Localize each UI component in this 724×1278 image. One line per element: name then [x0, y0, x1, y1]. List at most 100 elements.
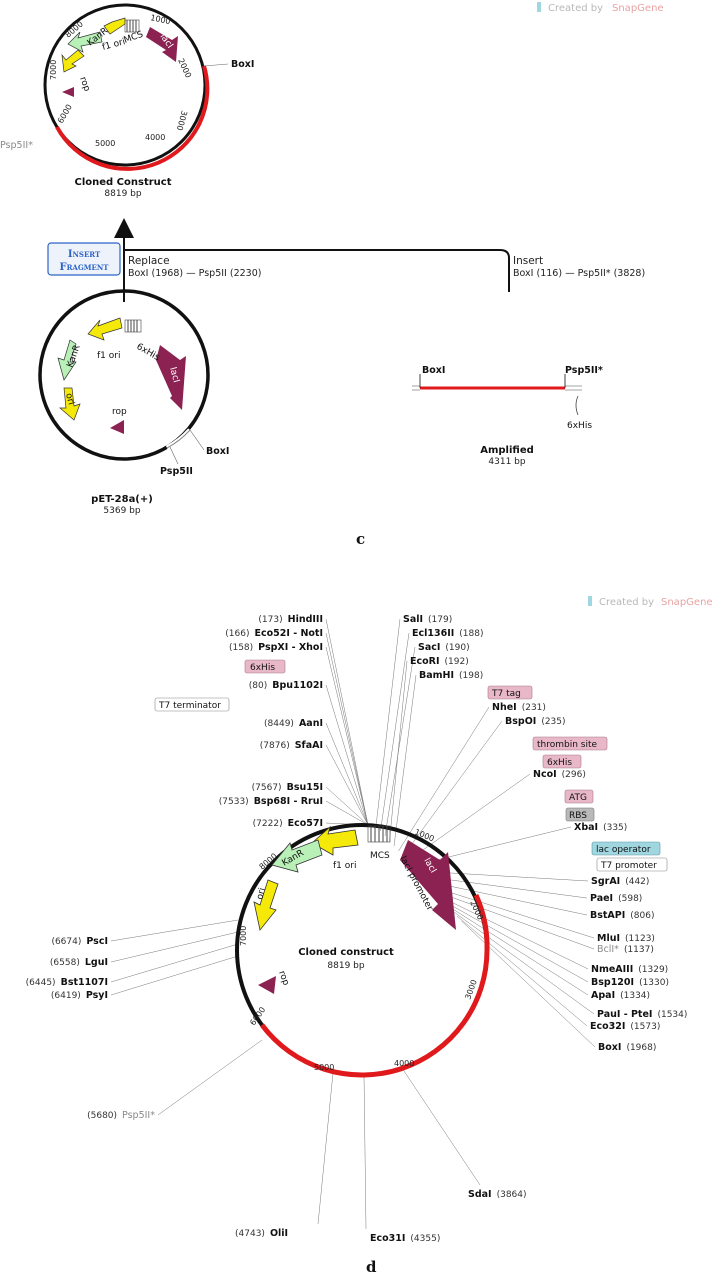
site-bstapi: BstAPI(806)	[590, 910, 655, 921]
site-boxi: BoxI(1968)	[598, 1042, 656, 1053]
ori-arrow-icon	[61, 49, 85, 73]
replace-range: BoxI (1968) — Psp5II (2230)	[128, 268, 261, 279]
feature-f1ori-label: f1 ori	[101, 37, 126, 53]
site-ecl136ii: Ecl136II(188)	[412, 628, 483, 639]
feature-rop-label: rop	[77, 76, 92, 94]
site-eco31i: Eco31I(4355)	[370, 1233, 440, 1244]
site-psci: (6674)PscI	[51, 936, 108, 947]
feature-mcs-label: MCS	[370, 851, 390, 861]
f1-ori-arrow-icon	[87, 317, 123, 341]
site-paei: PaeI(598)	[590, 893, 642, 904]
insert-range: BoxI (116) — Psp5II* (3828)	[513, 268, 645, 279]
site-saci: SacI(190)	[418, 642, 470, 653]
cloned-construct-full-map: KanR f1 ori MCS lacI lacI promoter ori r…	[235, 823, 490, 1078]
tick-5000: 5000	[314, 1063, 334, 1072]
box-rbs: RBS	[569, 811, 587, 821]
vector-size: 5369 bp	[103, 506, 140, 516]
sites-bottom: (4743)OliI Eco31I(4355) SdaI(3864)	[235, 1189, 527, 1244]
rop-arrow-icon	[62, 87, 74, 97]
cloned-construct-title: Cloned Construct	[75, 177, 172, 188]
tick-3000: 3000	[175, 109, 189, 131]
site-bpu1102i: (80)Bpu1102I	[249, 680, 323, 691]
sites-left: (6674)PscI (6558)LguI (6445)Bst1107I (6419)…	[26, 936, 156, 1121]
site-psp5ii: Psp5II	[160, 466, 193, 477]
panel-c-caption: c	[356, 530, 365, 548]
site-mlui: MluI(1123)	[597, 933, 655, 944]
site-ecori: EcoRI(192)	[410, 656, 469, 667]
sites-top-left: (173)HindIII(166)Eco52I - NotI(158)PspXI…	[219, 614, 323, 829]
tick-4000: 4000	[145, 133, 165, 142]
snapgene-watermark-top: Created by SnapGene	[537, 2, 664, 14]
feature-ori-label: ori	[63, 392, 76, 406]
site-eco52i-noti: (166)Eco52I - NotI	[225, 628, 323, 639]
site-psp5ii: (5680)Psp5II*	[87, 1110, 155, 1121]
map-title: Cloned construct	[298, 947, 394, 958]
site-bst1107i: (6445)Bst1107I	[26, 977, 108, 988]
site-nmeaiii: NmeAIII(1329)	[591, 964, 668, 975]
feature-6xhis-label: 6xHis	[135, 342, 162, 363]
kanr-arrow-icon	[57, 339, 77, 381]
insert-fragment-line1: Insert	[68, 249, 101, 260]
site-sdai: SdaI(3864)	[468, 1189, 527, 1200]
laci-arrow-icon	[146, 27, 178, 62]
ori-arrow-icon	[59, 387, 81, 421]
laci-arrow-icon	[400, 840, 456, 930]
insert-arc	[55, 65, 210, 171]
site-sali: SalI(179)	[403, 614, 452, 625]
tick-7000: 7000	[49, 60, 58, 80]
site-psyi: (6419)PsyI	[51, 990, 108, 1001]
cloned-construct-size: 8819 bp	[104, 189, 141, 199]
rop-arrow-icon	[258, 976, 276, 994]
site-eco57i: (7222)Eco57I	[253, 818, 323, 829]
insert-connector	[114, 218, 510, 292]
site-pspxi-xhoi: (158)PspXI - XhoI	[229, 642, 323, 653]
box-atg: ATG	[569, 793, 587, 803]
feature-laci-label: lacI	[167, 366, 181, 384]
site-bspoi: BspOI(235)	[505, 716, 566, 727]
laci-arrow-icon	[156, 345, 186, 410]
feature-f1ori-label: f1 ori	[97, 351, 120, 361]
boxed-features: 6xHis T7 terminator T7 tag thrombin site…	[154, 659, 668, 872]
rop-arrow-icon	[110, 420, 124, 434]
pet28a-map: f1 ori KanR ori 6xHis lacI rop BoxI Psp5…	[38, 289, 229, 516]
panel-c: Created by SnapGene KanR f1 ori MCS lacI…	[0, 2, 664, 548]
vector-title: pET-28a(+)	[91, 494, 153, 505]
f1-ori-arrow-icon	[311, 825, 359, 856]
watermark-prefix: Created by	[599, 597, 654, 608]
box-thrombin-site: thrombin site	[537, 740, 598, 750]
insert-arc	[260, 949, 490, 1078]
site-sgrai: SgrAI(442)	[591, 876, 649, 887]
site-nhei: NheI(231)	[492, 702, 546, 713]
box-6xhis-2: 6xHis	[547, 758, 572, 768]
amplified-left-site: BoxI	[422, 365, 445, 376]
tick-5000: 5000	[95, 139, 115, 148]
site-boxi: BoxI	[231, 59, 254, 70]
f1-ori-arrow-icon	[103, 17, 126, 35]
box-t7-promoter: T7 promoter	[600, 861, 657, 871]
site-lgui: (6558)LguI	[50, 957, 108, 968]
feature-rop-label: rop	[276, 970, 291, 988]
tick-4000: 4000	[394, 1059, 414, 1068]
map-size: 8819 bp	[327, 961, 364, 971]
tick-2000: 2000	[176, 57, 193, 79]
watermark-prefix: Created by	[548, 3, 603, 14]
insert-fragment-button[interactable]: Insert Fragment	[47, 242, 121, 276]
site-bamhi: BamHI(198)	[419, 670, 483, 681]
insert-title: Insert	[513, 255, 543, 267]
amplified-title: Amplified	[480, 445, 534, 456]
site-xbai: XbaI(335)	[574, 822, 627, 833]
box-6xhis-1: 6xHis	[250, 663, 275, 673]
kanr-arrow-icon	[271, 839, 323, 873]
amplified-size: 4311 bp	[488, 457, 525, 467]
insert-fragment-line2: Fragment	[59, 262, 109, 273]
panel-d: Created by SnapGene KanR f1 ori MCS lacI…	[26, 596, 713, 1276]
feature-ori-label: ori	[255, 887, 268, 901]
amplified-feature-label: 6xHis	[567, 421, 592, 431]
tick-7000: 7000	[239, 926, 248, 946]
amplified-right-site: Psp5II*	[565, 365, 603, 376]
site-olii: (4743)OliI	[235, 1228, 288, 1239]
box-t7-tag: T7 tag	[491, 689, 521, 699]
tick-1000: 1000	[150, 13, 172, 26]
cloned-construct-map: KanR f1 ori MCS lacI rop 1000 2000 3000 …	[0, 3, 254, 199]
